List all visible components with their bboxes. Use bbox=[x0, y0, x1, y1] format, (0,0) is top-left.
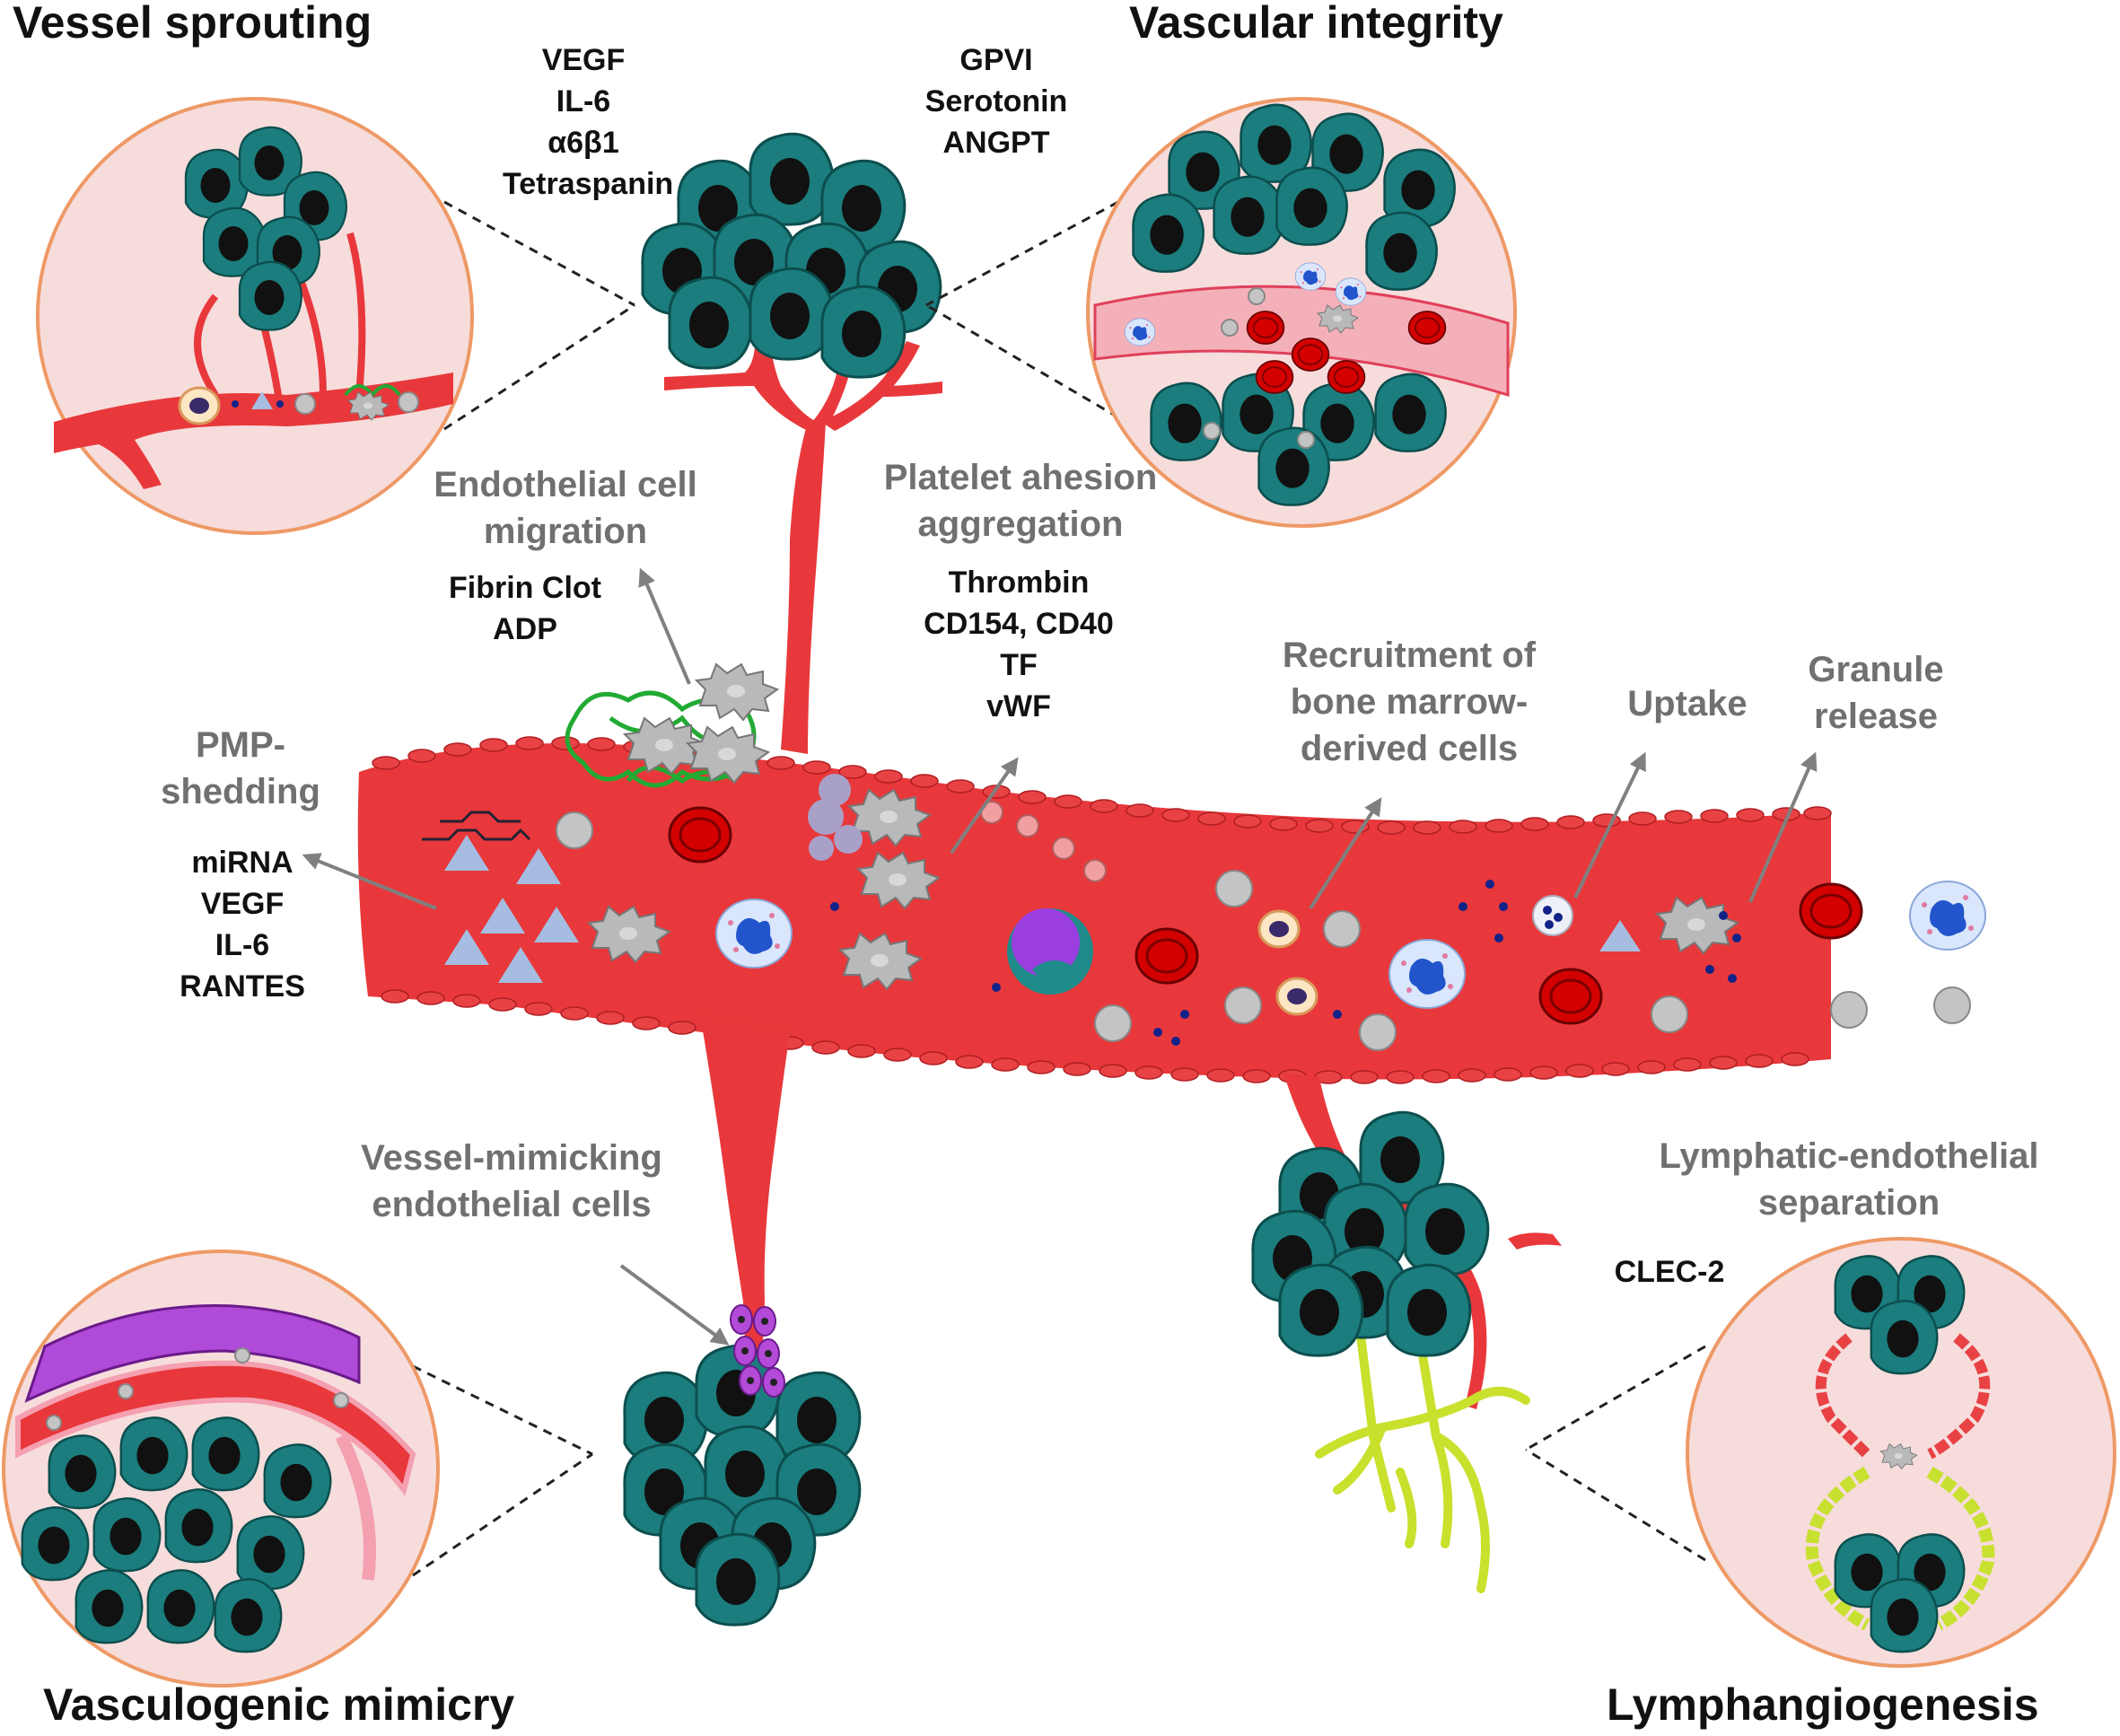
inset-connectors bbox=[412, 200, 1706, 1577]
tumor-top bbox=[641, 132, 942, 379]
grey-circles bbox=[556, 811, 1971, 1051]
factor-fibrin-clot: Fibrin Clot bbox=[449, 571, 601, 605]
factor-vegf: VEGF bbox=[541, 43, 626, 77]
label-pmp-shedding: PMP- shedding bbox=[161, 725, 320, 811]
granule-cell bbox=[1532, 895, 1573, 936]
label-recruitment: Recruitment of bone marrow- derived cell… bbox=[1282, 636, 1537, 768]
pmp-vesicles bbox=[808, 774, 1107, 882]
pmp-triangles bbox=[444, 835, 1641, 983]
process-arrows bbox=[302, 567, 1818, 1346]
title-vessel-sprouting: Vessel sprouting bbox=[13, 0, 372, 48]
vessel-mimicking-cells bbox=[730, 1304, 785, 1398]
inset-vasculogenic-mimicry bbox=[2, 1249, 440, 1688]
label-platelet-adhesion: Platelet ahesion aggregation bbox=[883, 458, 1158, 544]
factor-serotonin: Serotonin bbox=[924, 84, 1068, 118]
factor-angpt: ANGPT bbox=[942, 126, 1050, 160]
monocyte bbox=[1007, 908, 1093, 995]
cargo-mirna: miRNA bbox=[191, 846, 293, 880]
blue-dots bbox=[830, 880, 1741, 1046]
factor-thrombin: Thrombin bbox=[948, 566, 1090, 600]
mirna-strands bbox=[422, 811, 531, 841]
inset-vessel-sprouting bbox=[36, 97, 474, 535]
tumor-bottom-right bbox=[1251, 1110, 1490, 1357]
factor-a6b1: α6β1 bbox=[548, 126, 619, 160]
factor-tf: TF bbox=[1000, 648, 1038, 682]
pmp-cargo: miRNA VEGF IL-6 RANTES bbox=[153, 842, 332, 1007]
cargo-il6: IL-6 bbox=[215, 928, 270, 962]
factor-tetraspanin: Tetraspanin bbox=[503, 167, 674, 201]
label-uptake: Uptake bbox=[1627, 684, 1748, 723]
label-lymphatic-separation: Lymphatic-endothelial separation bbox=[1659, 1136, 2039, 1223]
title-vascular-integrity: Vascular integrity bbox=[1129, 0, 1503, 48]
inset-vascular-integrity bbox=[1086, 97, 1517, 528]
title-vasculogenic-mimicry: Vasculogenic mimicry bbox=[43, 1679, 515, 1730]
factor-vwf: vWF bbox=[986, 689, 1051, 723]
label-vessel-mimicking: Vessel-mimicking endothelial cells bbox=[361, 1138, 662, 1224]
cargo-rantes: RANTES bbox=[180, 969, 305, 1004]
integrity-factors: GPVI Serotonin ANGPT bbox=[907, 39, 1086, 163]
label-granule-release: Granule release bbox=[1808, 650, 1944, 736]
migration-factors: Fibrin Clot ADP bbox=[422, 567, 628, 650]
label-endothelial-migration: Endothelial cell migration bbox=[434, 465, 697, 551]
aggregation-factors: Thrombin CD154, CD40 TF vWF bbox=[907, 562, 1131, 727]
inset-lymphangiogenesis bbox=[1686, 1237, 2116, 1668]
main-blood-vessel bbox=[357, 736, 1832, 1084]
factor-gpvi: GPVI bbox=[959, 43, 1033, 77]
factor-clec2: CLEC-2 bbox=[1614, 1255, 1725, 1289]
factor-il6: IL-6 bbox=[556, 84, 611, 118]
title-lymphangiogenesis: Lymphangiogenesis bbox=[1607, 1679, 2039, 1730]
sprouting-factors: VEGF IL-6 α6β1 Tetraspanin bbox=[503, 39, 674, 205]
factor-cd154-cd40: CD154, CD40 bbox=[924, 607, 1114, 641]
factor-adp: ADP bbox=[493, 612, 557, 646]
cargo-vegf: VEGF bbox=[200, 887, 285, 921]
